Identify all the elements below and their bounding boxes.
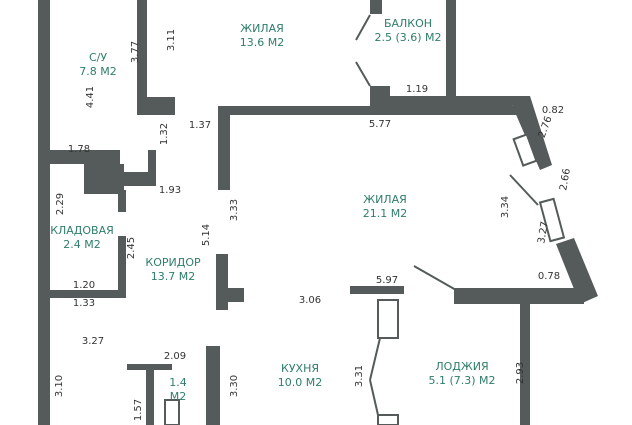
dim-0-82: 0.82 (542, 105, 564, 116)
wall-top-corridor (218, 108, 230, 190)
dim-5-77: 5.77 (369, 119, 391, 130)
wall-right-diagonal (508, 96, 552, 170)
doors (355, 14, 539, 416)
room-loggia-name: ЛОДЖИЯ (435, 360, 488, 373)
window-right-mid (538, 197, 566, 243)
dim-1-37: 1.37 (189, 120, 211, 131)
room-balcony-area: 2.5 (3.6) М2 (374, 31, 441, 44)
dim-1-19: 1.19 (406, 84, 428, 95)
dim-3-33: 3.33 (229, 199, 240, 221)
room-kitchen-area: 10.0 М2 (278, 376, 322, 389)
room-loggia-area: 5.1 (7.3) М2 (428, 374, 495, 387)
wall-storage-right (118, 190, 126, 212)
dim-3-27-left: 3.27 (82, 336, 104, 347)
window-right-top (512, 133, 538, 167)
wall-corridor-vertical (216, 254, 228, 310)
dim-0-78: 0.78 (538, 271, 560, 282)
dim-2-45: 2.45 (126, 237, 137, 259)
dim-2-93: 2.93 (515, 362, 526, 384)
dim-3-30: 3.30 (229, 375, 240, 397)
wall-kitchen-left (206, 346, 220, 425)
room-balcony-name: БАЛКОН (384, 17, 432, 30)
room-living-center-name: ЖИЛАЯ (363, 193, 407, 206)
room-bathroom-area: 7.8 М2 (79, 65, 116, 78)
window-kitchen-top (377, 299, 399, 339)
wall-top-horizontal (218, 106, 524, 115)
wall-loggia-top (454, 288, 584, 304)
wall-storage-top-2 (124, 172, 154, 186)
room-storage-area: 2.4 М2 (63, 238, 100, 251)
room-wc-area: М2 (170, 390, 187, 403)
door-living-right (509, 174, 539, 206)
wall-storage-top (84, 164, 124, 194)
dim-1-32: 1.32 (159, 123, 170, 145)
room-living-center-area: 21.1 М2 (363, 207, 407, 220)
wall-storage-right-2 (118, 236, 126, 298)
dim-1-57: 1.57 (133, 399, 144, 421)
room-labels: ЖИЛАЯ 13.6 М2 БАЛКОН 2.5 (3.6) М2 С/У 7.… (50, 17, 495, 403)
room-corridor-name: КОРИДОР (145, 256, 201, 269)
dim-1-20: 1.20 (73, 280, 95, 291)
wall-right-top-stub (382, 96, 512, 108)
windows (164, 133, 566, 425)
room-bathroom-name: С/У (89, 51, 107, 64)
wall-corridor-right (148, 150, 156, 186)
dim-1-33: 1.33 (73, 298, 95, 309)
door-loggia (413, 265, 457, 291)
dim-3-06: 3.06 (299, 295, 321, 306)
dim-1-78: 1.78 (68, 144, 90, 155)
dim-3-11: 3.11 (166, 29, 177, 51)
dim-3-27-right: 3.27 (536, 221, 551, 245)
dim-2-76: 2.76 (537, 115, 555, 140)
door-kitchen (369, 337, 381, 416)
wall-bath-bottom (50, 150, 120, 164)
door-balcony (355, 14, 371, 87)
room-living-top-area: 13.6 М2 (240, 36, 284, 49)
room-storage-name: КЛАДОВАЯ (50, 224, 114, 237)
dim-4-41: 4.41 (85, 86, 96, 108)
room-wc-name: 1.4 (169, 376, 187, 389)
wall-wc-left (146, 364, 154, 425)
walls (38, 0, 598, 425)
dim-3-31: 3.31 (354, 365, 365, 387)
dim-2-29: 2.29 (55, 193, 66, 215)
wall-right-lower (556, 238, 598, 304)
wall-balcony-right (446, 0, 456, 98)
room-corridor-area: 13.7 М2 (151, 270, 195, 283)
dim-1-93: 1.93 (159, 185, 181, 196)
wall-bath-right (137, 0, 147, 115)
wall-kitchen-top (350, 286, 404, 294)
room-kitchen-name: КУХНЯ (281, 362, 319, 375)
wall-balcony-left (370, 0, 382, 14)
dim-3-34: 3.34 (500, 196, 511, 218)
room-living-top-name: ЖИЛАЯ (240, 22, 284, 35)
dim-5-14: 5.14 (201, 224, 212, 246)
window-wc (164, 399, 180, 425)
dim-2-66: 2.66 (558, 168, 573, 192)
wall-left-outer (38, 0, 50, 425)
dim-3-77: 3.77 (130, 41, 141, 63)
wall-storage-bottom (50, 290, 124, 298)
window-kitchen-bottom (377, 414, 399, 425)
dim-2-09: 2.09 (164, 351, 186, 362)
dim-5-97: 5.97 (376, 275, 398, 286)
dimension-labels: 3.11 3.77 4.41 1.32 1.37 1.19 0.82 2.76 … (54, 29, 573, 421)
wall-loggia-right (520, 304, 530, 425)
wall-bath-stub (147, 97, 175, 115)
dim-3-10: 3.10 (54, 375, 65, 397)
